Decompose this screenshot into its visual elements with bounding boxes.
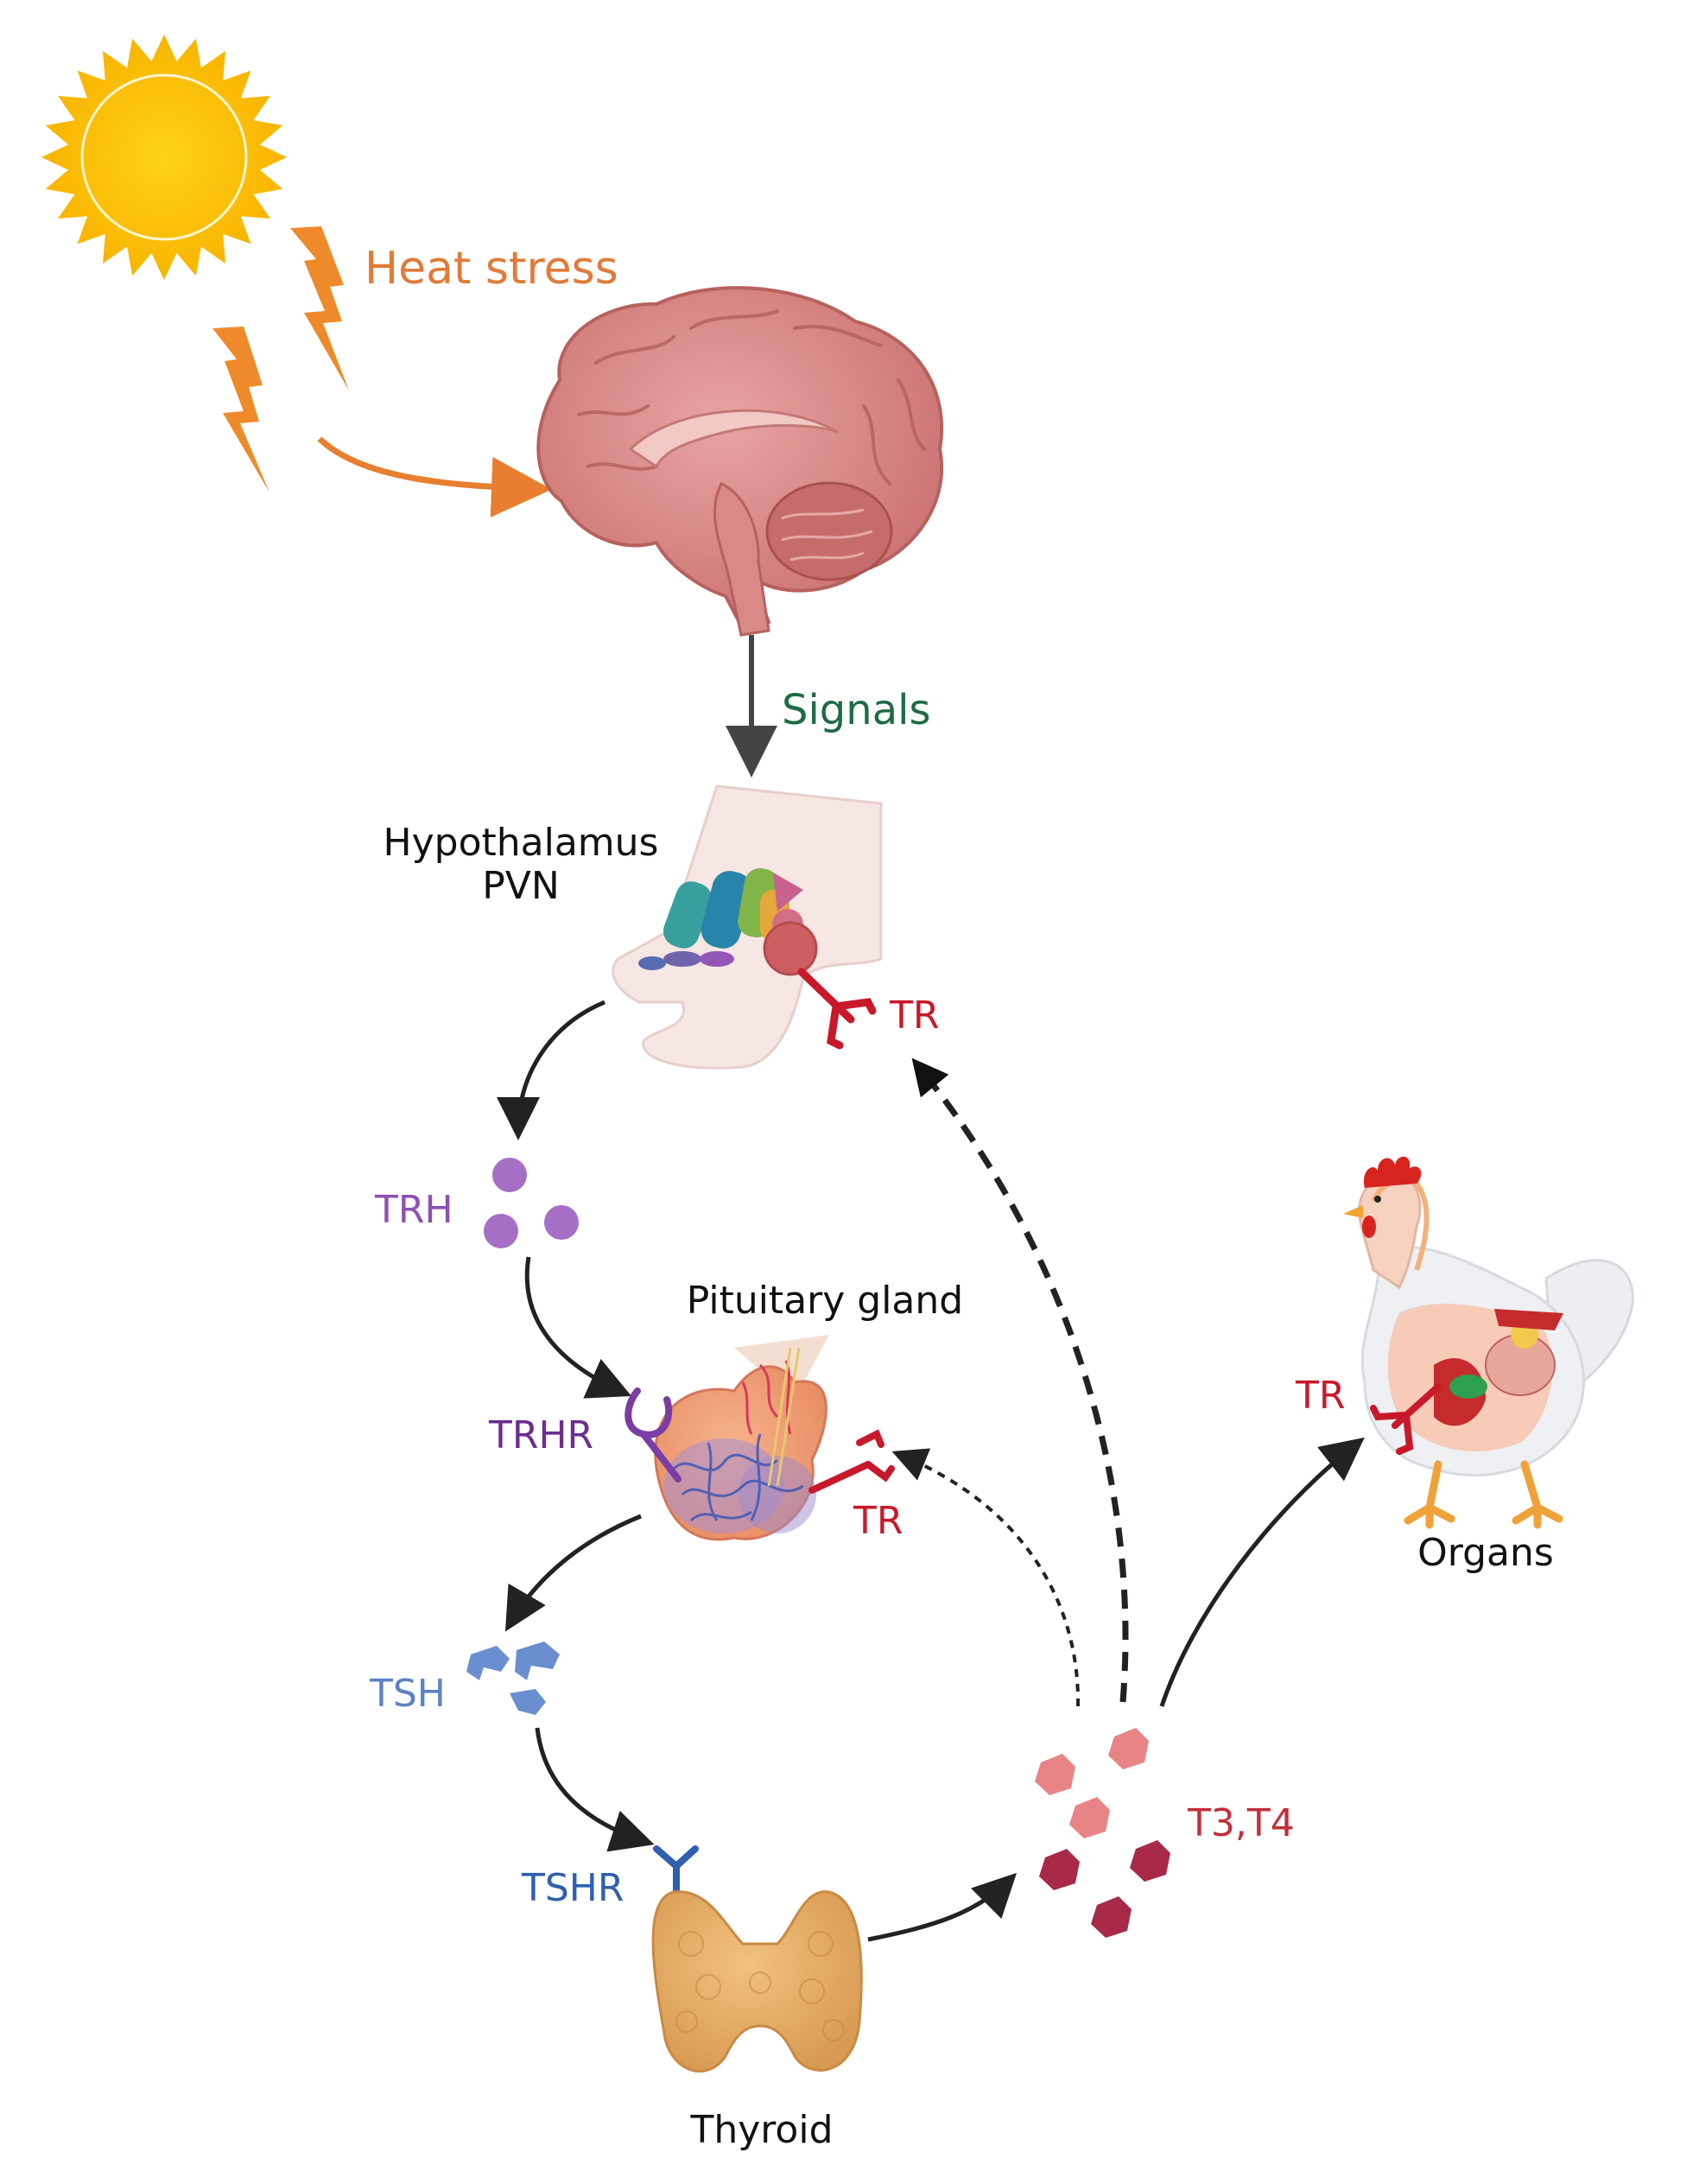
thyroid-label: Thyroid bbox=[690, 2108, 834, 2152]
tr-label-pituitary: TR bbox=[853, 1499, 903, 1543]
t3t4-label: T3,T4 bbox=[1187, 1801, 1295, 1845]
tshr-label: TSHR bbox=[521, 1866, 624, 1910]
tr-receptor-organs bbox=[1370, 1383, 1442, 1455]
feedback-arrow-pituitary bbox=[891, 1448, 1081, 1707]
tr-label-hypothalamus: TR bbox=[889, 994, 939, 1038]
arrow-thyroid-to-t3t4 bbox=[867, 1872, 1017, 1942]
trhr-receptor bbox=[624, 1387, 682, 1482]
hypothalamus-icon bbox=[612, 784, 883, 1070]
arrow-tsh-to-thyroid bbox=[535, 1727, 655, 1852]
heat-stress-label: Heat stress bbox=[365, 243, 618, 295]
organs-label: Organs bbox=[1417, 1531, 1554, 1575]
pituitary-label: Pituitary gland bbox=[687, 1279, 963, 1323]
tsh-label: TSH bbox=[369, 1672, 446, 1716]
arrow-pituitary-to-tsh bbox=[504, 1514, 642, 1632]
heat-arrow bbox=[317, 436, 552, 517]
t3t4-molecules bbox=[1035, 1728, 1170, 1938]
hypothalamus-label: Hypothalamus bbox=[384, 821, 659, 865]
arrow-trh-to-pituitary bbox=[524, 1256, 632, 1399]
tr-receptor-hypothalamus bbox=[797, 968, 877, 1050]
trh-label: TRH bbox=[374, 1188, 453, 1232]
trhr-label: TRHR bbox=[488, 1413, 593, 1457]
trh-molecules bbox=[484, 1158, 579, 1248]
thyroid-icon bbox=[651, 1890, 863, 2073]
pvn-label: PVN bbox=[482, 864, 560, 908]
chicken-icon bbox=[1343, 1156, 1634, 1529]
tsh-molecules bbox=[466, 1641, 560, 1715]
lightning-icon bbox=[212, 226, 349, 492]
arrow-hypothalamus-to-trh bbox=[497, 1000, 605, 1140]
tr-receptor-pituitary bbox=[808, 1429, 895, 1494]
brain-icon bbox=[536, 286, 944, 637]
sun-icon bbox=[41, 35, 287, 280]
tr-label-organs: TR bbox=[1295, 1374, 1345, 1418]
arrow-t3t4-to-organs bbox=[1159, 1437, 1365, 1707]
signals-label: Signals bbox=[782, 686, 930, 734]
pituitary-icon bbox=[654, 1335, 829, 1541]
feedback-arrow-hypothalamus bbox=[911, 1057, 1129, 1703]
